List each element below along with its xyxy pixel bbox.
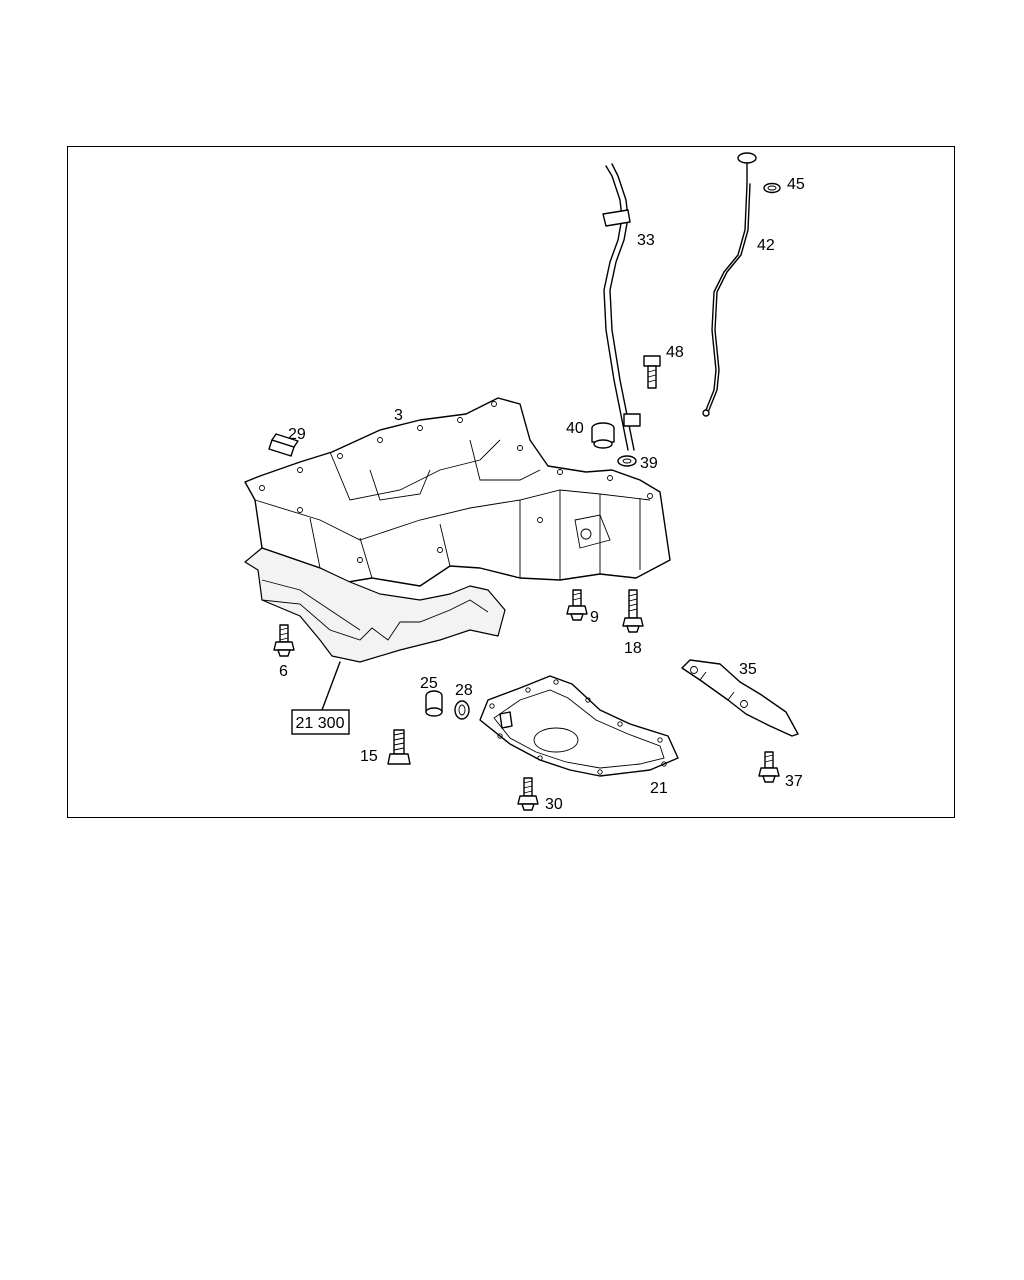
reference-box: 21 300 — [291, 709, 350, 735]
upper-pan-bolt-holes — [259, 401, 653, 563]
label-29: 29 — [288, 426, 306, 443]
bolt-48 — [643, 355, 661, 389]
bracket-35 — [681, 659, 799, 737]
bolt-9 — [566, 589, 588, 621]
label-45: 45 — [787, 176, 805, 193]
seal-ring-28 — [454, 700, 470, 720]
label-6: 6 — [279, 663, 288, 680]
lower-oil-pan — [479, 675, 679, 777]
dipstick-guide-tube — [602, 163, 641, 451]
label-40: 40 — [566, 420, 584, 437]
bolt-30 — [517, 777, 539, 811]
seal-ring-45 — [763, 182, 781, 194]
spacer-29 — [268, 433, 299, 457]
lower-shield — [244, 547, 506, 663]
label-37: 37 — [785, 773, 803, 790]
lower-pan-bolt-holes — [489, 679, 667, 775]
label-42: 42 — [757, 237, 775, 254]
label-18: 18 — [624, 640, 642, 657]
bolt-18 — [622, 589, 644, 633]
drain-plug-40 — [591, 422, 615, 449]
bolt-6 — [273, 624, 295, 657]
label-35: 35 — [739, 661, 757, 678]
reference-leader-line — [321, 661, 341, 711]
bolt-37 — [758, 751, 780, 783]
label-48: 48 — [666, 344, 684, 361]
label-28: 28 — [455, 682, 473, 699]
diagram-frame — [67, 146, 955, 818]
label-21: 21 — [650, 780, 668, 797]
sealing-ring-39 — [617, 455, 637, 467]
part-callouts: 3 6 9 15 18 21 25 28 29 30 33 35 37 39 4… — [279, 176, 805, 813]
label-33: 33 — [637, 232, 655, 249]
label-3: 3 — [394, 407, 403, 424]
label-39: 39 — [640, 455, 658, 472]
upper-oil-pan — [244, 397, 671, 587]
label-15: 15 — [360, 748, 378, 765]
reference-box-label: 21 300 — [296, 715, 345, 732]
label-9: 9 — [590, 609, 599, 626]
label-30: 30 — [545, 796, 563, 813]
label-25: 25 — [420, 675, 438, 692]
bolt-15 — [387, 729, 411, 765]
dipstick — [702, 152, 757, 417]
plug-25 — [425, 690, 443, 717]
